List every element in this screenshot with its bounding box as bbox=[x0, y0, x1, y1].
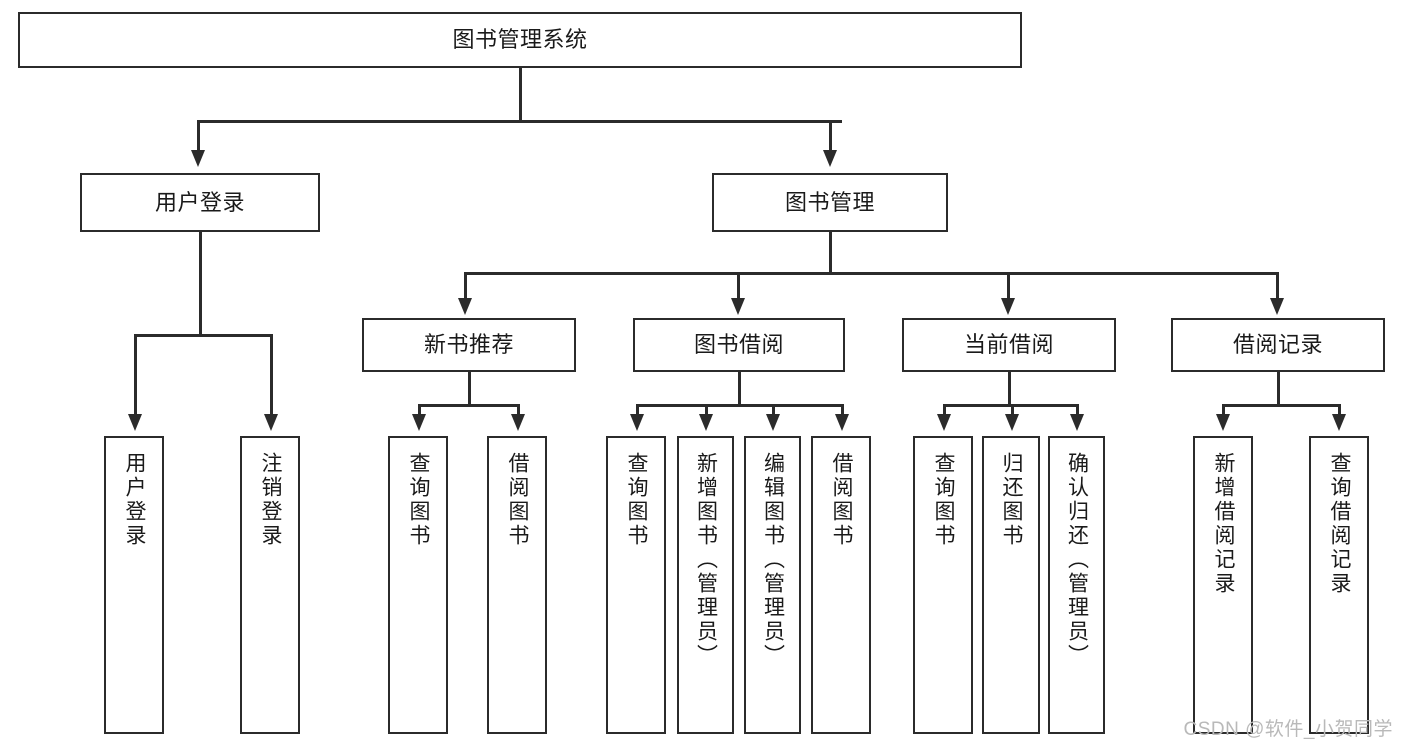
arrowhead-leaf-return-book bbox=[1005, 414, 1019, 431]
edge-cb-child-2 bbox=[1011, 404, 1014, 418]
node-user-login[interactable]: 用户登录 bbox=[80, 173, 320, 232]
leaf-query-book-2[interactable]: 查询图书 bbox=[606, 436, 666, 734]
edge-cb-bar bbox=[943, 404, 1078, 407]
node-label: 注销登录 bbox=[259, 452, 283, 548]
node-label: 确认归还（管理员） bbox=[1065, 452, 1089, 668]
edge-root-bar bbox=[197, 120, 842, 123]
node-label: 查询图书 bbox=[407, 452, 431, 548]
edge-user-login-child-1 bbox=[134, 334, 137, 418]
leaf-borrow-book-2[interactable]: 借阅图书 bbox=[811, 436, 871, 734]
arrowhead-borrow-record bbox=[1270, 298, 1284, 315]
edge-cb-stem bbox=[1008, 372, 1011, 406]
arrowhead-book-borrow bbox=[731, 298, 745, 315]
edge-bm-child-2 bbox=[737, 272, 740, 302]
node-label: 归还图书 bbox=[1000, 452, 1024, 548]
node-label: 借阅图书 bbox=[830, 452, 854, 548]
arrowhead-leaf-query-book-3 bbox=[937, 414, 951, 431]
node-label: 编辑图书（管理员） bbox=[761, 452, 785, 668]
node-label: 图书管理系统 bbox=[452, 27, 588, 53]
node-root-system[interactable]: 图书管理系统 bbox=[18, 12, 1022, 68]
arrowhead-leaf-add-book-admin bbox=[699, 414, 713, 431]
edge-nbr-child-1 bbox=[418, 404, 421, 418]
node-new-book-recommend[interactable]: 新书推荐 bbox=[362, 318, 576, 372]
leaf-logout-login[interactable]: 注销登录 bbox=[240, 436, 300, 734]
leaf-query-book-1[interactable]: 查询图书 bbox=[388, 436, 448, 734]
arrowhead-leaf-query-book-1 bbox=[412, 414, 426, 431]
edge-to-book-management bbox=[829, 120, 832, 154]
edge-br-stem bbox=[1277, 372, 1280, 406]
node-book-borrow[interactable]: 图书借阅 bbox=[633, 318, 845, 372]
edge-bm-child-1 bbox=[464, 272, 467, 302]
node-label: 借阅图书 bbox=[506, 452, 530, 548]
edge-cb-child-1 bbox=[943, 404, 946, 418]
leaf-user-login[interactable]: 用户登录 bbox=[104, 436, 164, 734]
edge-to-user-login bbox=[197, 120, 200, 154]
node-label: 当前借阅 bbox=[963, 332, 1054, 358]
arrowhead-leaf-logout-login bbox=[264, 414, 278, 431]
edge-bm-child-3 bbox=[1007, 272, 1010, 302]
edge-book-management-stem bbox=[829, 232, 832, 274]
edge-br-child-1 bbox=[1222, 404, 1225, 418]
arrowhead-leaf-confirm-return-admin bbox=[1070, 414, 1084, 431]
node-label: 查询图书 bbox=[625, 452, 649, 548]
leaf-add-book-admin[interactable]: 新增图书（管理员） bbox=[677, 436, 734, 734]
leaf-borrow-book-1[interactable]: 借阅图书 bbox=[487, 436, 547, 734]
edge-nbr-stem bbox=[468, 372, 471, 406]
node-label: 图书管理 bbox=[784, 189, 875, 215]
arrowhead-leaf-edit-book-admin bbox=[766, 414, 780, 431]
edge-user-login-stem bbox=[199, 232, 202, 336]
edge-cb-child-3 bbox=[1076, 404, 1079, 418]
arrowhead-leaf-query-book-2 bbox=[630, 414, 644, 431]
edge-bb-child-2 bbox=[705, 404, 708, 418]
arrowhead-user-login bbox=[191, 150, 205, 167]
csdn-watermark: CSDN @软件_小贺同学 bbox=[1183, 719, 1393, 740]
leaf-edit-book-admin[interactable]: 编辑图书（管理员） bbox=[744, 436, 801, 734]
node-label: 查询图书 bbox=[932, 452, 956, 548]
leaf-query-borrow-record[interactable]: 查询借阅记录 bbox=[1309, 436, 1369, 734]
leaf-confirm-return-admin[interactable]: 确认归还（管理员） bbox=[1048, 436, 1105, 734]
arrowhead-new-book-recommend bbox=[458, 298, 472, 315]
node-label: 新增借阅记录 bbox=[1212, 452, 1236, 596]
edge-user-login-bar bbox=[134, 334, 270, 337]
leaf-add-borrow-record[interactable]: 新增借阅记录 bbox=[1193, 436, 1253, 734]
edge-bb-stem bbox=[738, 372, 741, 406]
leaf-return-book[interactable]: 归还图书 bbox=[982, 436, 1040, 734]
edge-br-bar bbox=[1222, 404, 1340, 407]
node-label: 图书借阅 bbox=[693, 332, 784, 358]
node-label: 借阅记录 bbox=[1232, 332, 1323, 358]
edge-bb-child-3 bbox=[772, 404, 775, 418]
edge-nbr-bar bbox=[418, 404, 519, 407]
edge-bb-child-4 bbox=[841, 404, 844, 418]
node-borrow-record[interactable]: 借阅记录 bbox=[1171, 318, 1385, 372]
edge-bm-child-4 bbox=[1276, 272, 1279, 302]
edge-user-login-child-2 bbox=[270, 334, 273, 418]
node-label: 用户登录 bbox=[123, 452, 147, 548]
node-book-management[interactable]: 图书管理 bbox=[712, 173, 948, 232]
node-label: 新书推荐 bbox=[423, 332, 514, 358]
edge-root-stem bbox=[519, 68, 522, 122]
edge-bb-child-1 bbox=[636, 404, 639, 418]
edge-nbr-child-2 bbox=[517, 404, 520, 418]
arrowhead-book-management bbox=[823, 150, 837, 167]
node-label: 查询借阅记录 bbox=[1328, 452, 1352, 596]
arrowhead-leaf-borrow-book-1 bbox=[511, 414, 525, 431]
arrowhead-leaf-user-login bbox=[128, 414, 142, 431]
arrowhead-current-borrow bbox=[1001, 298, 1015, 315]
arrowhead-leaf-add-borrow-record bbox=[1216, 414, 1230, 431]
node-current-borrow[interactable]: 当前借阅 bbox=[902, 318, 1116, 372]
arrowhead-leaf-query-borrow-record bbox=[1332, 414, 1346, 431]
arrowhead-leaf-borrow-book-2 bbox=[835, 414, 849, 431]
edge-br-child-2 bbox=[1338, 404, 1341, 418]
leaf-query-book-3[interactable]: 查询图书 bbox=[913, 436, 973, 734]
node-label: 新增图书（管理员） bbox=[694, 452, 718, 668]
edge-bb-bar bbox=[636, 404, 842, 407]
node-label: 用户登录 bbox=[154, 189, 245, 215]
edge-book-management-bar bbox=[464, 272, 1279, 275]
